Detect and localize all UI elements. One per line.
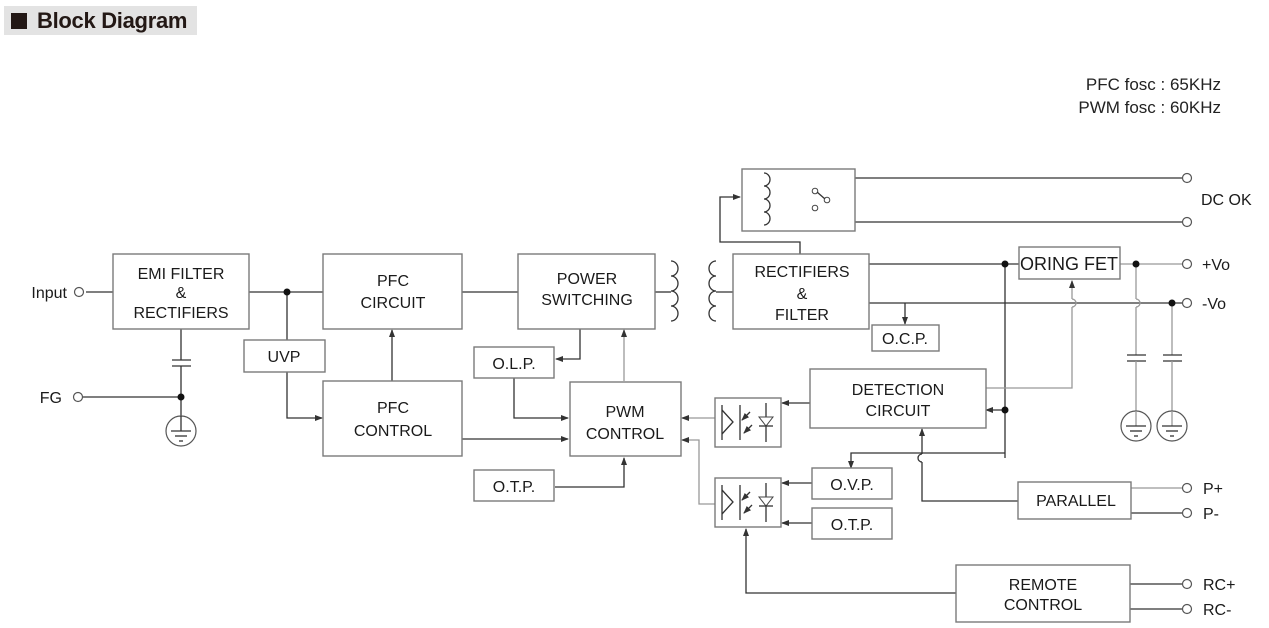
olp-block: O.L.P. — [473, 346, 555, 379]
terminal-rc-minus: RC- — [1181, 602, 1231, 619]
terminal-rc-plus: RC+ — [1181, 577, 1235, 594]
svg-text:Input: Input — [31, 285, 67, 302]
junctions — [177, 260, 1176, 414]
transformer-icon — [670, 260, 717, 322]
oring-fet-block: ORING FET — [1018, 246, 1121, 280]
terminal-p-minus: P- — [1181, 506, 1219, 523]
svg-text:CIRCUIT: CIRCUIT — [866, 403, 931, 420]
detection-circuit-block: DETECTION CIRCUIT — [809, 368, 987, 429]
svg-text:P-: P- — [1203, 506, 1219, 523]
ocp-block: O.C.P. — [871, 324, 940, 352]
junction-dot — [177, 393, 185, 401]
svg-text:O.L.P.: O.L.P. — [492, 356, 535, 373]
terminal-input: Input — [31, 285, 85, 302]
otp-right-block: O.T.P. — [811, 507, 893, 540]
svg-text:PFC: PFC — [377, 400, 409, 417]
svg-text:DETECTION: DETECTION — [852, 382, 944, 399]
svg-text:CONTROL: CONTROL — [586, 426, 664, 443]
terminal-circle-icon — [1181, 482, 1193, 494]
svg-text:+Vo: +Vo — [1202, 257, 1230, 274]
ground-icon — [165, 415, 197, 447]
svg-text:RECTIFIERS: RECTIFIERS — [754, 264, 849, 281]
ground-icon — [1120, 410, 1152, 442]
terminal-dc-ok: DC OK — [1181, 172, 1252, 228]
svg-text:PWM: PWM — [605, 404, 644, 421]
svg-text:CIRCUIT: CIRCUIT — [361, 295, 426, 312]
svg-text:PARALLEL: PARALLEL — [1036, 493, 1116, 510]
relay-contact-icon — [811, 187, 819, 195]
svg-text:ORING FET: ORING FET — [1020, 254, 1118, 274]
remote-control-block: REMOTE CONTROL — [955, 564, 1131, 623]
section-title-bar: Block Diagram — [4, 6, 197, 35]
junction-dot — [1168, 299, 1176, 307]
terminal-circle-icon — [1181, 507, 1193, 519]
terminal-circle-icon — [1181, 172, 1193, 184]
svg-text:POWER: POWER — [557, 271, 617, 288]
svg-text:-Vo: -Vo — [1202, 296, 1226, 313]
svg-text:UVP: UVP — [268, 349, 301, 366]
svg-text:SWITCHING: SWITCHING — [541, 292, 633, 309]
pfc-frequency-note: PFC fosc : 65KHz — [1085, 75, 1221, 94]
svg-text:RECTIFIERS: RECTIFIERS — [133, 305, 228, 322]
svg-text:PFC: PFC — [377, 273, 409, 290]
junction-dot — [1001, 260, 1009, 268]
terminal-circle-icon — [1181, 603, 1193, 615]
svg-text:RC+: RC+ — [1203, 577, 1235, 594]
power-switching-block: POWER SWITCHING — [517, 253, 656, 330]
terminal-circle-icon — [72, 391, 84, 403]
ovp-block: O.V.P. — [811, 467, 893, 500]
svg-text:&: & — [176, 285, 187, 302]
optocoupler-icon — [714, 397, 782, 448]
terminal-circle-icon — [73, 286, 85, 298]
junction-dot — [1001, 406, 1009, 414]
title-square-icon — [11, 12, 27, 29]
terminal-vo-plus: +Vo — [1181, 257, 1230, 274]
terminal-vo-minus: -Vo — [1181, 296, 1226, 313]
svg-text:RC-: RC- — [1203, 602, 1231, 619]
junction-dot — [1132, 260, 1140, 268]
otp-left-block: O.T.P. — [473, 469, 555, 502]
terminal-circle-icon — [1181, 578, 1193, 590]
svg-text:EMI FILTER: EMI FILTER — [138, 266, 225, 283]
svg-text:O.V.P.: O.V.P. — [830, 477, 874, 494]
svg-text:CONTROL: CONTROL — [1004, 597, 1082, 614]
svg-text:CONTROL: CONTROL — [354, 423, 432, 440]
optocoupler-icon — [714, 477, 782, 528]
relay-coil-icon — [763, 172, 771, 226]
terminal-p-plus: P+ — [1181, 481, 1223, 498]
svg-text:O.T.P.: O.T.P. — [493, 479, 535, 496]
relay-contact-icon — [811, 204, 819, 212]
svg-text:O.T.P.: O.T.P. — [831, 517, 873, 534]
parallel-block: PARALLEL — [1017, 481, 1132, 520]
svg-text:DC OK: DC OK — [1201, 192, 1252, 209]
svg-text:P+: P+ — [1203, 481, 1223, 498]
svg-text:REMOTE: REMOTE — [1009, 577, 1077, 594]
relay-contact-icon — [823, 196, 831, 204]
section-title: Block Diagram — [37, 7, 188, 33]
terminal-circle-icon — [1181, 258, 1193, 270]
pfc-circuit-block: PFC CIRCUIT — [322, 253, 463, 330]
terminal-fg: FG — [40, 390, 84, 407]
terminal-circle-icon — [1181, 297, 1193, 309]
emi-filter-block: EMI FILTER & RECTIFIERS — [112, 253, 250, 330]
terminal-circle-icon — [1181, 216, 1193, 228]
junction-dot — [283, 288, 291, 296]
relay-block — [741, 168, 856, 232]
ground-icon — [1156, 410, 1188, 442]
pwm-control-block: PWM CONTROL — [569, 381, 682, 457]
pwm-frequency-note: PWM fosc : 60KHz — [1078, 98, 1221, 117]
svg-text:O.C.P.: O.C.P. — [882, 331, 928, 348]
svg-text:FG: FG — [40, 390, 62, 407]
pfc-control-block: PFC CONTROL — [322, 380, 463, 457]
svg-text:FILTER: FILTER — [775, 307, 829, 324]
rectifiers-filter-block: RECTIFIERS & FILTER — [732, 253, 870, 330]
uvp-block: UVP — [243, 339, 326, 373]
svg-text:&: & — [797, 286, 808, 303]
